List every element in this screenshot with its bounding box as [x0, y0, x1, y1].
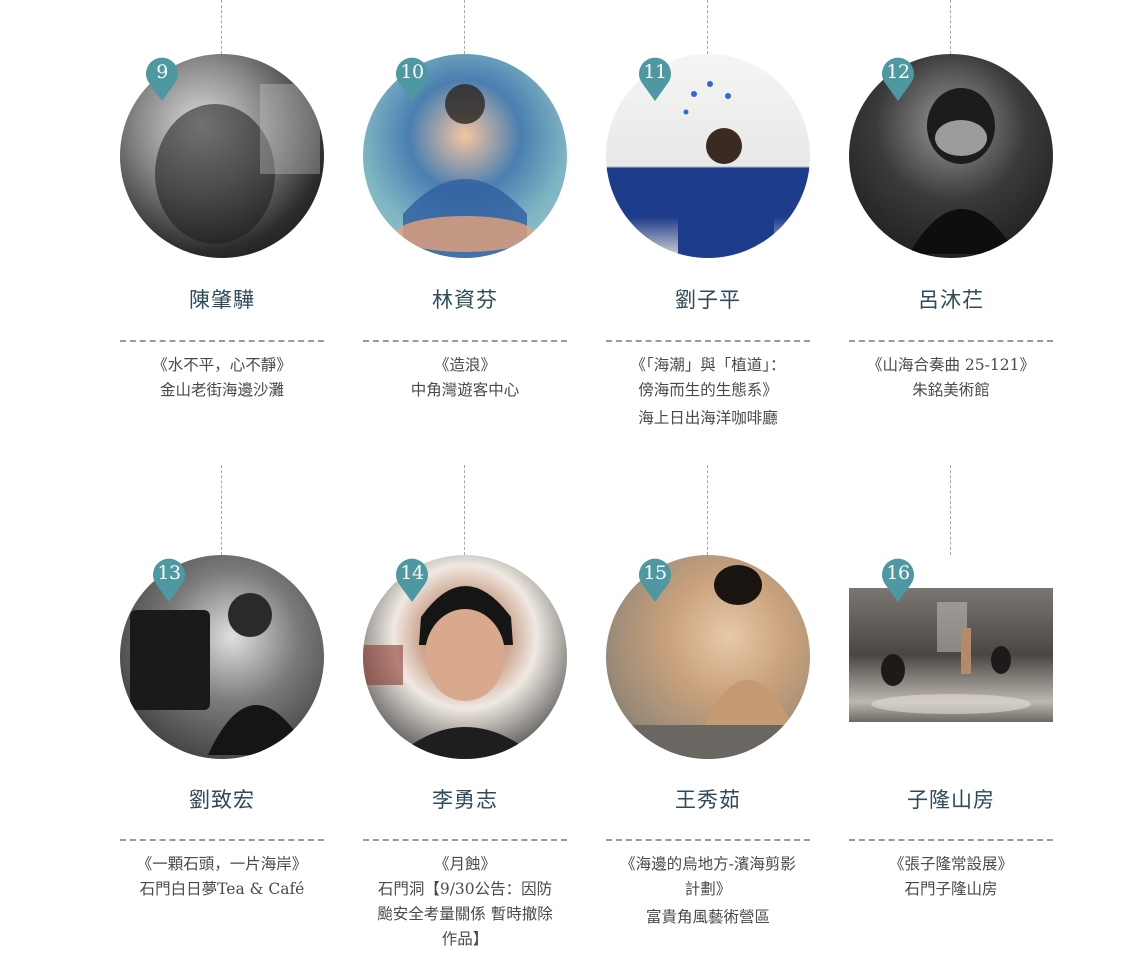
divider — [849, 340, 1053, 342]
connector-line — [707, 0, 708, 54]
divider — [120, 340, 324, 342]
photo-silhouette — [678, 81, 774, 258]
badge-number: 9 — [156, 61, 168, 83]
photo-silhouette — [155, 84, 320, 244]
connector-line — [707, 465, 708, 555]
work-location: 富貴角風藝術營區 — [645, 908, 770, 926]
artist-name[interactable]: 劉子平 — [675, 288, 741, 312]
number-badge: 9 — [144, 55, 180, 101]
badge-number: 11 — [643, 61, 667, 83]
photo-silhouette — [395, 84, 535, 258]
work-title: 《月蝕》 — [433, 855, 496, 873]
photo-silhouette — [363, 586, 539, 759]
number-badge: 15 — [637, 556, 673, 602]
connector-line — [950, 0, 951, 54]
work-location: 中角灣遊客中心 — [410, 381, 520, 399]
work-title: 《水不平，心不靜》 — [152, 356, 292, 374]
work-title: 《「海潮」與「植道」： — [630, 356, 786, 374]
work-title: 《張子隆常設展》 — [888, 855, 1013, 873]
number-badge: 13 — [151, 556, 187, 602]
divider — [606, 340, 810, 342]
work-location-cont: 颱安全考量關係 暫時撤除 — [377, 905, 553, 923]
connector-line — [464, 465, 465, 555]
artist-photo[interactable] — [606, 54, 810, 258]
work-title-cont: 計劃》 — [684, 880, 732, 898]
divider — [120, 839, 324, 841]
work-title: 《海邊的烏地方-濱海剪影 — [620, 855, 796, 873]
artist-photo[interactable] — [363, 54, 567, 258]
photo-silhouette — [909, 88, 1017, 254]
work-title: 《山海合奏曲 25-121》 — [867, 356, 1035, 374]
artist-name[interactable]: 子隆山房 — [907, 788, 995, 812]
artist-photo[interactable] — [120, 555, 324, 759]
artist-description: 《造浪》 中角灣遊客中心 — [357, 353, 573, 403]
work-location: 海上日出海洋咖啡廳 — [638, 409, 778, 427]
artist-name[interactable]: 呂沐芢 — [918, 288, 984, 312]
work-location: 朱銘美術館 — [912, 381, 990, 399]
work-location-cont2: 作品】 — [441, 930, 489, 948]
artist-photo[interactable] — [849, 54, 1053, 258]
number-badge: 11 — [637, 55, 673, 101]
badge-number: 12 — [886, 61, 910, 83]
photo-silhouette — [606, 565, 810, 759]
connector-line — [221, 465, 222, 555]
number-badge: 10 — [394, 55, 430, 101]
artist-description: 《「海潮」與「植道」： 傍海而生的生態系》 海上日出海洋咖啡廳 — [600, 353, 816, 431]
artist-name[interactable]: 劉致宏 — [189, 788, 255, 812]
badge-number: 16 — [886, 562, 910, 584]
work-location: 石門白日夢Tea & Café — [139, 880, 305, 898]
divider — [363, 340, 567, 342]
work-location: 金山老街海邊沙灘 — [159, 381, 284, 399]
number-badge: 12 — [880, 55, 916, 101]
artist-description: 《水不平，心不靜》 金山老街海邊沙灘 — [114, 353, 330, 403]
badge-number: 14 — [400, 562, 424, 584]
artist-name[interactable]: 李勇志 — [432, 788, 498, 812]
number-badge: 16 — [880, 556, 916, 602]
artist-description: 《一顆石頭，一片海岸》 石門白日夢Tea & Café — [114, 852, 330, 902]
artist-photo[interactable] — [120, 54, 324, 258]
work-location: 石門子隆山房 — [904, 880, 998, 898]
badge-number: 10 — [400, 61, 424, 83]
connector-line — [464, 0, 465, 54]
work-location: 石門洞【9/30公告：因防 — [377, 880, 553, 898]
artist-name[interactable]: 陳肇驊 — [189, 288, 255, 312]
artist-description: 《海邊的烏地方-濱海剪影 計劃》 富貴角風藝術營區 — [600, 852, 816, 930]
work-title: 《造浪》 — [433, 356, 496, 374]
venue-photo[interactable] — [849, 588, 1053, 722]
number-badge: 14 — [394, 556, 430, 602]
work-title-cont: 傍海而生的生態系》 — [638, 381, 778, 399]
artist-description: 《月蝕》 石門洞【9/30公告：因防 颱安全考量關係 暫時撤除 作品】 — [357, 852, 573, 952]
divider — [849, 839, 1053, 841]
photo-silhouette — [871, 602, 1031, 714]
artist-description: 《山海合奏曲 25-121》 朱銘美術館 — [843, 353, 1059, 403]
divider — [606, 839, 810, 841]
artist-photo[interactable] — [363, 555, 567, 759]
artist-name[interactable]: 王秀茹 — [675, 788, 741, 812]
badge-number: 15 — [643, 562, 667, 584]
photo-silhouette — [130, 593, 310, 755]
artist-photo[interactable] — [606, 555, 810, 759]
connector-line — [221, 0, 222, 54]
work-title: 《一顆石頭，一片海岸》 — [136, 855, 308, 873]
divider — [363, 839, 567, 841]
connector-line — [950, 465, 951, 555]
badge-number: 13 — [157, 562, 181, 584]
artist-name[interactable]: 林資芬 — [432, 288, 498, 312]
artist-description: 《張子隆常設展》 石門子隆山房 — [843, 852, 1059, 902]
